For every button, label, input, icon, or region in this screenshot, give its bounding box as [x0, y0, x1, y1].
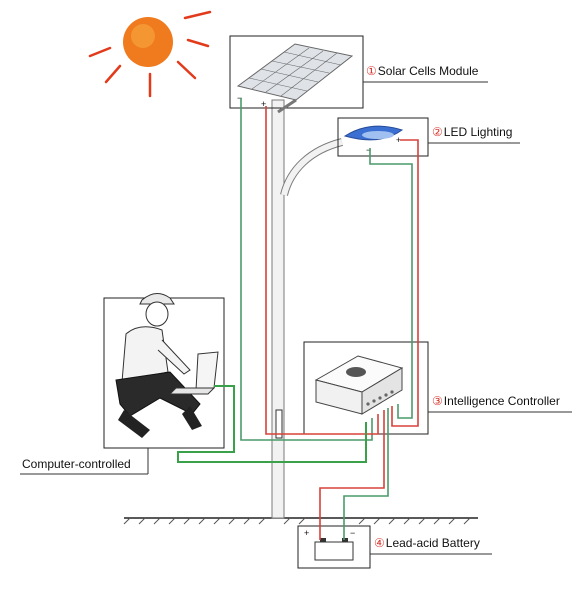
battery-positive-wire [319, 410, 385, 540]
solar-negative-wire [240, 98, 373, 441]
technician-with-laptop [103, 293, 225, 449]
sun-icon [88, 10, 212, 98]
led-positive-wire [391, 139, 419, 427]
data-wire [177, 385, 367, 463]
controller [303, 341, 429, 435]
computer-text: Computer-controlled [22, 457, 131, 471]
controller-number: ③ [432, 394, 443, 408]
solar-positive-wire [265, 106, 379, 435]
solar-module-label: ①Solar Cells Module [366, 64, 478, 78]
led-lighting-label: ②LED Lighting [432, 125, 512, 139]
battery-plus-sign: + [304, 528, 309, 538]
wiring [177, 98, 419, 540]
battery-minus-sign: − [350, 528, 355, 538]
led-lighting-number: ② [432, 125, 443, 139]
solar-module-text: Solar Cells Module [377, 64, 479, 78]
led-plus-sign: + [396, 135, 401, 145]
lamp-pole [271, 99, 344, 519]
led-lamp: − + [337, 117, 429, 157]
battery-label: ④Lead-acid Battery [374, 536, 480, 550]
led-negative-wire [369, 148, 413, 419]
battery-number: ④ [374, 536, 385, 550]
label-underlines [20, 81, 572, 555]
solar-minus-sign: − [237, 93, 242, 103]
computer-label: Computer-controlled [22, 457, 131, 471]
led-lighting-text: LED Lighting [443, 125, 513, 139]
battery-negative-wire [343, 408, 389, 540]
battery: + − [297, 525, 371, 569]
battery-text: Lead-acid Battery [385, 536, 480, 550]
controller-label: ③Intelligence Controller [432, 394, 560, 408]
solar-module: − + [229, 35, 364, 114]
led-minus-sign: − [366, 145, 371, 155]
controller-text: Intelligence Controller [443, 394, 560, 408]
solar-module-number: ① [366, 64, 377, 78]
ground [123, 517, 478, 525]
solar-plus-sign: + [261, 99, 266, 109]
